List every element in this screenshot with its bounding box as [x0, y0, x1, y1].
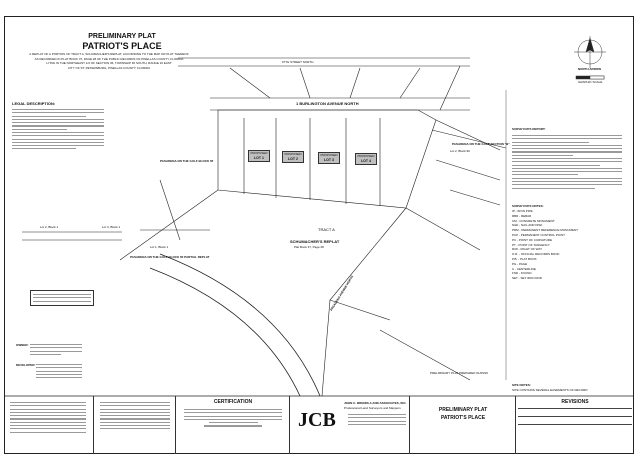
abbrev-item: CM - CONCRETE MONUMENT: [512, 218, 555, 223]
prepared-note: PRELIMINARY PLAT PREPARED 01/09/20: [430, 371, 488, 375]
curve-table: [30, 290, 94, 306]
lot-block-label: Lot 3, Block 1: [102, 225, 121, 229]
abbrev-list: IP - IRON PIPE RBR - REBAR CM - CONCRETE…: [512, 210, 622, 282]
revisions-cell: REVISIONS: [516, 396, 634, 454]
abbrev-item: IP - IRON PIPE: [512, 209, 533, 213]
preliminary-label: PRELIMINARY PLAT: [88, 33, 156, 40]
subtitle-block: A REPLAT OF A PORTION OF TRACT A, SCHUMA…: [4, 53, 214, 70]
lot-block-label: Lot 1, Block 1: [150, 245, 169, 249]
lot-tag: PROPOSED: [320, 153, 338, 157]
subtitle-line: LYING IN THE NORTHEAST 1/4 OF SECTION 36…: [46, 61, 172, 65]
revisions-heading: REVISIONS: [561, 399, 589, 405]
street-label-top: 97TH STREET NORTH: [282, 60, 314, 64]
avenue-label: 1 BURLINGTON AVENUE NORTH: [296, 101, 359, 106]
abbrev-item: P.B. - PLAT BOOK: [512, 256, 537, 261]
notes-heading: SURVEYOR'S REPORT:: [512, 127, 546, 131]
revision-row: [518, 424, 632, 425]
pasadena-top-label: PASADENA ON THE GULF SECTION "B": [452, 142, 510, 146]
graphic-scale-label: GRAPHIC SCALE: [578, 80, 603, 84]
abbrev-item: SET - SET IRON ROD: [512, 276, 543, 281]
schumacher-label: SCHUMACHER'S REPLAT: [290, 239, 340, 244]
plat-title: PATRIOT'S PLACE: [82, 41, 162, 51]
developer-label: DEVELOPER:: [16, 363, 36, 367]
lot-block-label: Lot 2, Block 1: [40, 225, 59, 229]
legal-description-text: [12, 109, 104, 152]
abbrev-item: C - CENTERLINE: [512, 266, 536, 271]
sheet-border: [4, 16, 634, 454]
certification-heading: CERTIFICATION: [213, 399, 253, 405]
schumacher-ref: Plat Book 37, Page 28: [294, 245, 324, 249]
abbrev-item: N&D - NAIL AND DISK: [512, 223, 543, 228]
firm-name: JOHN C. BRENDLA AND ASSOCIATES, INC.: [344, 401, 407, 405]
abbrev-item: PT - POINT OF TANGENCY: [512, 242, 550, 247]
abbrev-item: FND - FOUND: [512, 271, 532, 276]
abbrev-item: PC - POINT OF CURVATURE: [512, 237, 552, 242]
footer-prelim-label: PRELIMINARY PLAT: [438, 407, 488, 413]
firm-cell: JCB JOHN C. BRENDLA AND ASSOCIATES, INC.…: [290, 396, 410, 454]
owner-text: [30, 344, 82, 357]
footer-owner-cell: [4, 396, 94, 454]
lot-tag: PROPOSED: [250, 151, 268, 155]
lot-tag: PROPOSED: [357, 154, 375, 158]
surveyor-report-text: [512, 135, 622, 191]
owner-label: OWNER:: [16, 343, 29, 347]
developer-text: [36, 364, 82, 380]
lot-name: LOT 2: [288, 156, 298, 161]
footer-notes-cell: [94, 396, 176, 454]
plat-title-cell: PRELIMINARY PLAT PATRIOT'S PLACE: [410, 396, 516, 454]
firm-subtitle: Professional Land Surveyors and Mappers: [344, 406, 401, 410]
lot-tag: PROPOSED: [284, 152, 302, 156]
revision-row: [518, 408, 632, 409]
surveyor-notes-heading: SURVEYOR'S NOTES:: [512, 204, 544, 208]
revision-row: [518, 416, 632, 417]
abbrev-item: PCP - PERMANENT CONTROL POINT: [512, 232, 565, 237]
pasadena-left-label: PASADENA ON THE GULF BLOCK 65: [160, 159, 214, 163]
subtitle-line: CITY OF ST. PETERSBURG, PINELLAS COUNTY,…: [67, 65, 151, 70]
jcb-logo: JCB: [298, 409, 336, 431]
legal-heading: LEGAL DESCRIPTION:: [12, 101, 56, 106]
lot-block-label: Lot 2, Block 90: [450, 149, 470, 153]
lot-name: LOT 4: [361, 158, 371, 163]
lot-name: LOT 3: [324, 157, 334, 162]
lot-name: LOT 1: [254, 155, 264, 160]
subtitle-line: A REPLAT OF A PORTION OF TRACT A, SCHUMA…: [29, 52, 189, 56]
tract-label: TRACT A: [318, 227, 335, 232]
site-notes-heading: SITE NOTES:: [512, 383, 531, 387]
site-notes-text: SITE CONTAINS SEVERAL EASEMENTS OF RECOR…: [512, 388, 588, 392]
footer-plat-title: PATRIOT'S PLACE: [440, 415, 486, 421]
subtitle-line: AS RECORDED IN PLAT BOOK 37, PAGE 28 OF …: [34, 56, 184, 61]
abbrev-item: PG - PAGE: [512, 261, 528, 266]
north-arrow-label: NORTH ARROW: [578, 67, 602, 71]
abbrev-item: O.R. - OFFICIAL RECORDS BOOK: [512, 252, 560, 257]
abbrev-item: RBR - REBAR: [512, 213, 532, 218]
pasadena-bottom-label: PASADENA ON THE GULF BLOCK 65 PARTIAL RE…: [130, 255, 210, 259]
certification-cell: CERTIFICATION: [176, 396, 290, 454]
abbrev-item: R/W - RIGHT OF WAY: [512, 247, 543, 252]
abbrev-item: PRM - PERMANENT REFERENCE MONUMENT: [512, 228, 578, 233]
